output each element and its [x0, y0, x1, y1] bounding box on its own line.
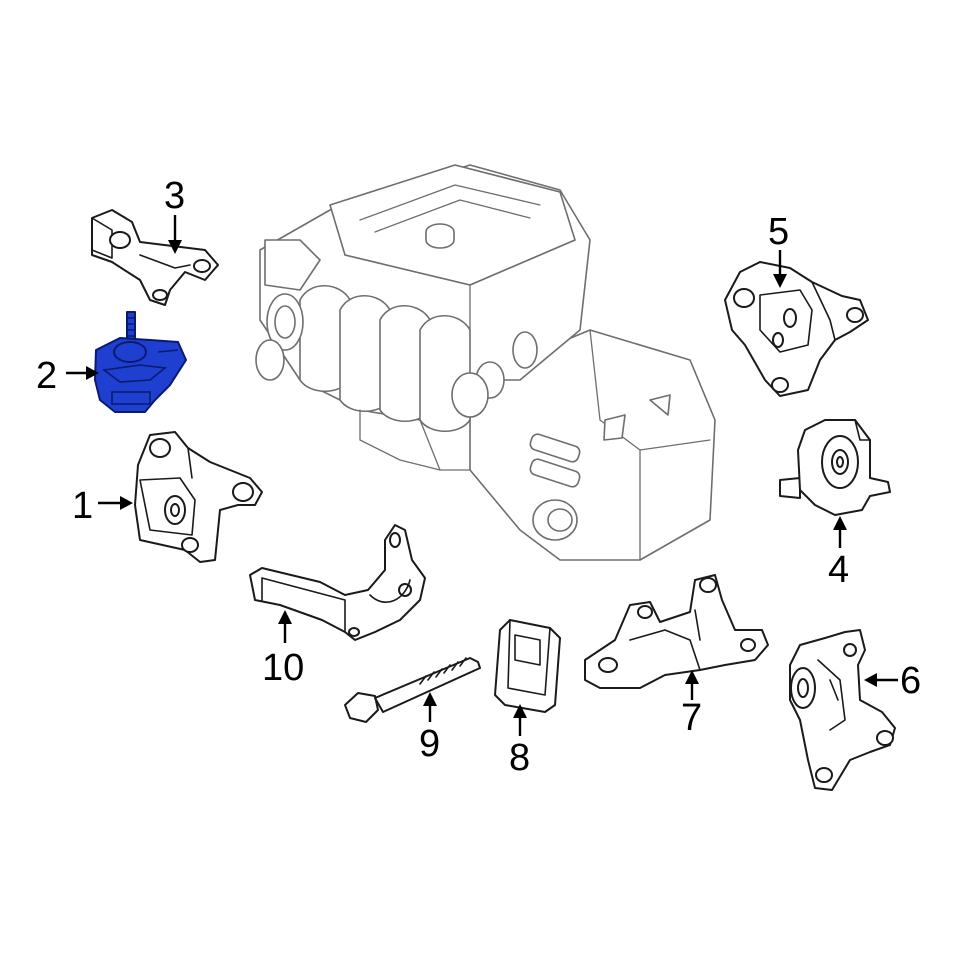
callout-2: 2 [36, 355, 57, 397]
part-3-mount-bracket[interactable] [91, 209, 219, 306]
callout-labels: 3 2 1 5 4 6 7 10 9 8 [36, 175, 921, 779]
callout-arrows [66, 215, 898, 736]
callout-9: 9 [419, 723, 440, 765]
part-5-transmission-mount[interactable] [724, 261, 869, 397]
part-4-side-mount[interactable] [779, 419, 891, 516]
engine-assembly [255, 164, 716, 561]
part-2-engine-mount-highlighted[interactable] [94, 311, 187, 413]
callout-10: 10 [262, 647, 304, 689]
part-10-stiffener[interactable] [249, 524, 426, 641]
callout-5: 5 [768, 211, 789, 253]
part-6-rear-mount[interactable] [789, 629, 896, 791]
callout-4: 4 [828, 549, 849, 591]
part-7-crossmember-bracket[interactable] [584, 574, 769, 689]
part-8-insulator-pad[interactable] [494, 619, 561, 713]
callout-3: 3 [164, 175, 185, 217]
callout-6: 6 [900, 660, 921, 702]
callout-1: 1 [72, 485, 93, 527]
part-9-bolt[interactable] [344, 657, 481, 723]
callout-7: 7 [681, 697, 702, 739]
callout-8: 8 [509, 737, 530, 779]
part-1-side-mount[interactable] [134, 431, 263, 563]
